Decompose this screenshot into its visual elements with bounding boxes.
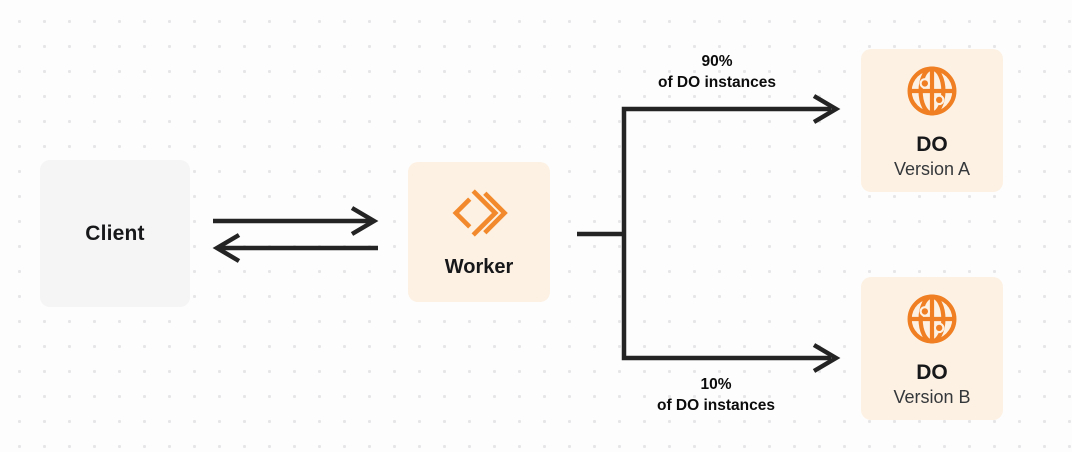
bottom-branch-caption: of DO instances [657, 397, 775, 414]
branch-connector [621, 106, 831, 361]
top-branch-percentage: 90% [701, 53, 733, 70]
branch-arrowhead-top [812, 94, 841, 124]
client-node: Client [40, 160, 190, 307]
bottom-branch-label: 10% of DO instances [657, 374, 775, 416]
response-arrow [212, 233, 378, 263]
do-version-a-title: DO [916, 133, 948, 156]
top-branch-caption: of DO instances [658, 74, 776, 91]
do-version-b-title: DO [916, 361, 948, 384]
top-branch-label: 90% of DO instances [658, 51, 776, 93]
branch-arrowhead-bottom [812, 343, 841, 373]
cloudflare-workers-icon [450, 182, 508, 244]
do-version-a-subtitle: Version A [893, 159, 971, 179]
do-version-a-node: DO Version A [861, 49, 1003, 192]
worker-node: Worker [408, 162, 550, 302]
do-version-b-node: DO Version B [861, 277, 1003, 420]
worker-node-label: Worker [444, 256, 514, 278]
bottom-branch-percentage: 10% [700, 376, 732, 393]
request-arrow [213, 206, 379, 236]
durable-object-globe-icon [905, 64, 959, 118]
durable-object-globe-icon [905, 292, 959, 346]
client-node-label: Client [85, 221, 145, 245]
do-version-b-subtitle: Version B [893, 387, 971, 407]
